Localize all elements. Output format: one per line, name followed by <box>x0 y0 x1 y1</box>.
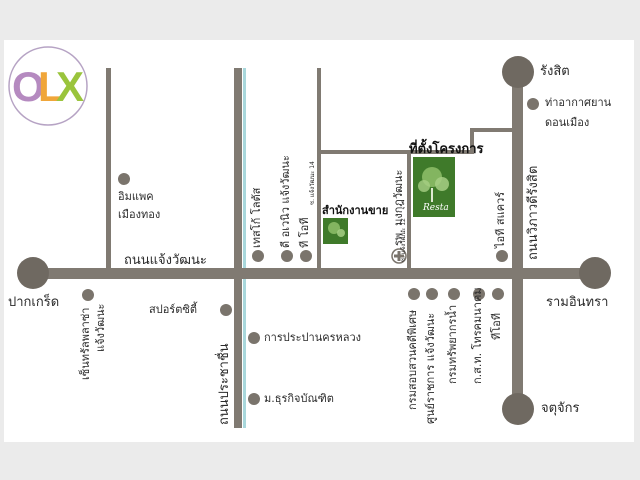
label-tot: ที โอที <box>298 217 311 248</box>
sales-office-building-icon <box>323 218 348 244</box>
label-soi-12: ซ. แจ้งวัฒนะ 12 <box>400 218 407 262</box>
logo-circle <box>8 46 88 126</box>
marker-sport <box>220 304 232 316</box>
logo-letter-o: O <box>12 63 45 110</box>
hospital-cross-icon <box>391 248 407 264</box>
logo-letter-l: L <box>38 63 64 110</box>
label-impact: อิมแพค <box>118 190 154 203</box>
marker-dpu <box>248 393 260 405</box>
road-soi14 <box>317 68 321 268</box>
marker-airport <box>527 98 539 110</box>
marker-rid <box>448 288 460 300</box>
node-ram-inthra <box>579 257 611 289</box>
label-dsi: กรมสอบสวนคดีพิเศษ <box>406 309 419 410</box>
label-soi-14: ซ. แจ้งวัฒนะ 14 <box>309 161 316 205</box>
road-connector-v <box>470 128 474 152</box>
marker-cat <box>473 288 485 300</box>
label-road-vibhavadi: ถนนวิภาวดีรังสิต <box>526 165 541 260</box>
label-rangsit: รังสิต <box>540 64 570 79</box>
label-airport: ท่าอากาศยาน <box>545 96 612 109</box>
label-dpu: ม.ธุรกิจบัณฑิต <box>264 392 334 405</box>
marker-central <box>82 289 94 301</box>
node-chatuchak <box>502 393 534 425</box>
node-pakkret <box>17 257 49 289</box>
label-chatuchak: จตุจักร <box>541 401 580 416</box>
node-rangsit <box>502 56 534 88</box>
label-site: ที่ตั้งโครงการ <box>409 142 484 157</box>
label-sport-city: สปอร์ตซิตี้ <box>149 303 197 316</box>
road-prachachuen <box>234 68 242 428</box>
label-it-square: ไอที สแควร์ <box>494 191 507 248</box>
end-nodes <box>17 56 611 425</box>
label-dv-avenue: ดี อเวนิว แจ้งวัฒนะ <box>279 155 292 248</box>
label-central-plaza: เซ็นทรัลพลาซ่า <box>79 307 92 380</box>
label-rid: กรมทรัพยากรน้ำ <box>446 304 459 384</box>
marker-tot <box>300 250 312 262</box>
marker-tesco <box>252 250 264 262</box>
label-road-prachachuen: ถนนประชาชื่น <box>217 343 232 425</box>
label-impact-2: เมืองทอง <box>118 208 161 221</box>
poi-markers <box>82 98 539 405</box>
marker-dv <box>281 250 293 262</box>
label-tot-right: ทีโอที <box>490 312 503 340</box>
label-pakkret: ปากเกร็ด <box>8 295 60 310</box>
label-gov-center: ศูนย์ราชการ แจ้งวัฒนะ <box>424 312 437 424</box>
logo-letter-x: X <box>56 63 85 110</box>
label-ram-inthra: รามอินทรา <box>546 295 609 310</box>
marker-dsi <box>408 288 420 300</box>
road-impact <box>106 68 111 268</box>
label-airport-2: ดอนเมือง <box>545 116 590 129</box>
label-sales-office: สำนักงานขาย <box>322 204 389 217</box>
site-building-icon <box>413 157 455 217</box>
label-resta: Resta <box>423 203 449 213</box>
canal <box>243 68 246 428</box>
road-chaengwattana <box>30 268 600 279</box>
road-connector-h <box>319 150 474 154</box>
marker-it-square <box>496 250 508 262</box>
marker-gov <box>426 288 438 300</box>
label-cat: ก.ส.ท. โทรคมนาคม <box>471 287 484 384</box>
label-central-plaza-2: แจ้งวัฒนะ <box>94 303 107 352</box>
label-road-chaengwattana: ถนนแจ้งวัฒนะ <box>124 253 207 268</box>
label-tesco-lotus: เทสโก้ โลตัส <box>250 187 263 248</box>
road-vibhavadi <box>512 70 523 410</box>
marker-impact <box>118 173 130 185</box>
marker-pea <box>248 332 260 344</box>
road-connector-h2 <box>470 128 514 132</box>
label-pea: การประปานครหลวง <box>264 331 362 344</box>
marker-tot-right <box>492 288 504 300</box>
roads <box>30 68 600 428</box>
road-soi12 <box>407 150 411 268</box>
